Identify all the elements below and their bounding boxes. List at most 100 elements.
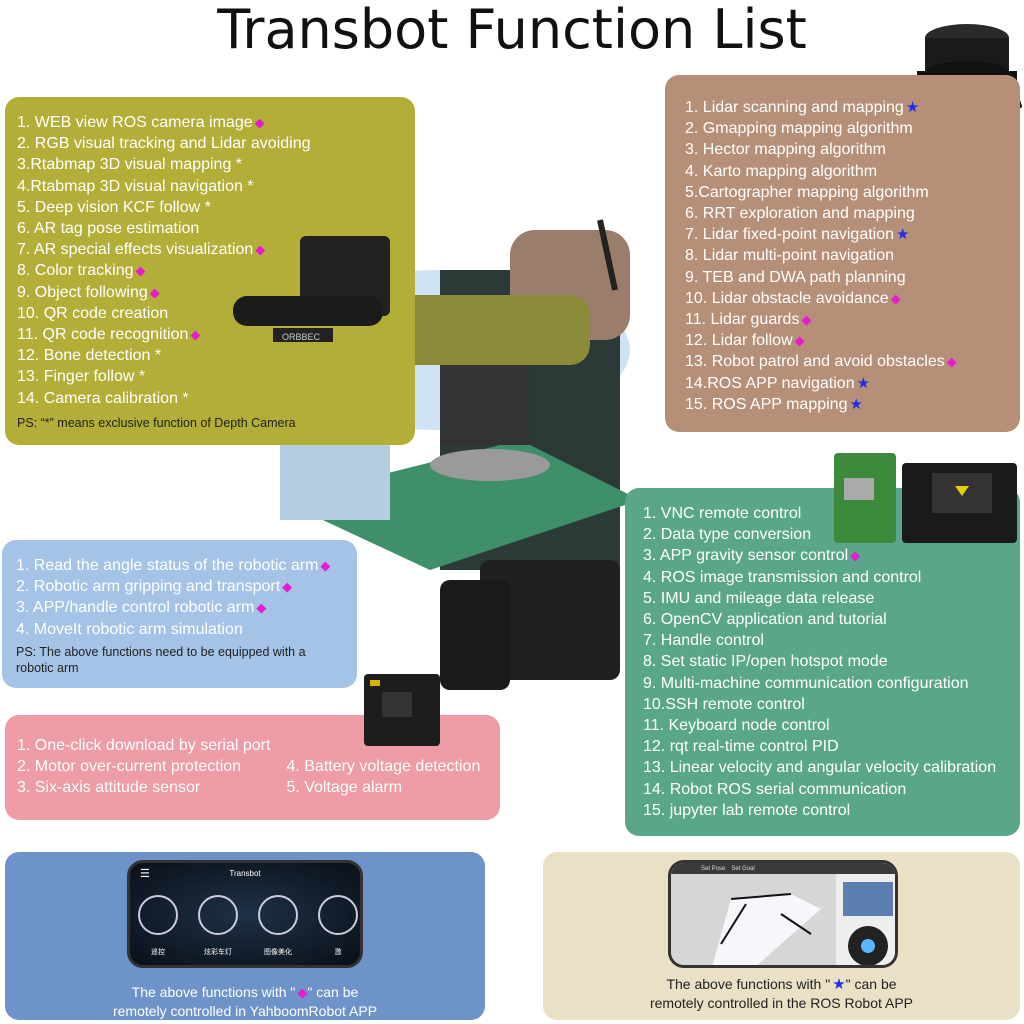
list-item: 6. RRT exploration and mapping xyxy=(685,203,1020,224)
list-item: 3. APP/handle control robotic arm◆ xyxy=(16,597,357,618)
app-function-button[interactable]: 炫彩车灯 xyxy=(198,895,238,957)
button-label: 遥控 xyxy=(151,949,165,956)
item-label: 10. Lidar obstacle avoidance xyxy=(685,289,889,307)
list-item: 6. OpenCV application and tutorial xyxy=(643,609,1020,630)
caption-text: The above functions with " xyxy=(131,984,296,1000)
star-icon: ★ xyxy=(896,226,910,244)
list-item: 12. rqt real-time control PID xyxy=(643,736,1020,757)
app-function-button[interactable]: 图像美化 xyxy=(258,895,298,957)
list-item: 2. Data type conversion xyxy=(643,524,1020,545)
item-label: 4. Battery voltage detection xyxy=(286,758,481,775)
arm-function-list: 1. Read the angle status of the robotic … xyxy=(16,555,357,640)
list-item: 14.ROS APP navigation★ xyxy=(685,373,1020,394)
yahboom-app-panel: ☰ Transbot 遥控 炫彩车灯图像美化 激 The above functio… xyxy=(5,852,485,1020)
list-item: 9. Multi-machine communication configura… xyxy=(643,673,1020,694)
item-label: 6. RRT exploration and mapping xyxy=(685,205,915,223)
caption-text: remotely controlled in YahboomRobot APP xyxy=(112,1003,378,1019)
item-label: 13. Finger follow * xyxy=(17,368,146,386)
star-icon: ★ xyxy=(832,976,846,993)
map-view xyxy=(671,874,895,965)
item-label: 13. Robot patrol and avoid obstacles xyxy=(685,353,945,371)
list-item: 1. Read the angle status of the robotic … xyxy=(16,555,357,576)
joystick-icon[interactable] xyxy=(861,939,875,953)
item-label: 11. QR code recognition xyxy=(17,326,189,344)
list-item: 1. WEB view ROS camera image◆ xyxy=(17,112,415,133)
list-item: 13. Linear velocity and angular velocity… xyxy=(643,757,1020,778)
diamond-icon: ◆ xyxy=(890,290,901,306)
item-label: 14.ROS APP navigation xyxy=(685,374,855,392)
item-label: 4. ROS image transmission and control xyxy=(643,568,922,586)
item-label: 5. IMU and mileage data release xyxy=(643,589,875,607)
star-icon: ★ xyxy=(856,374,871,392)
arm-functions-panel: 1. Read the angle status of the robotic … xyxy=(2,540,357,688)
star-icon: ★ xyxy=(849,395,863,413)
app-function-button[interactable]: 遥控 xyxy=(138,895,178,957)
item-label: 1. WEB view ROS camera image xyxy=(17,114,253,131)
item-label: 3. Six-axis attitude sensor xyxy=(17,779,201,797)
depth-camera-image xyxy=(233,236,390,342)
diamond-icon: ◆ xyxy=(149,284,160,300)
item-label: 14. Robot ROS serial communication xyxy=(643,780,907,798)
yahboom-phone-screen: ☰ Transbot 遥控 炫彩车灯图像美化 激 xyxy=(127,860,363,968)
list-item: 3. Six-axis attitude sensor xyxy=(17,777,270,798)
item-label: 2. RGB visual tracking and Lidar avoidin… xyxy=(17,135,311,153)
list-item: 3.Rtabmap 3D visual mapping * xyxy=(17,154,415,175)
item-label: 2. Robotic arm gripping and transport xyxy=(16,578,281,596)
item-label: 6. OpenCV application and tutorial xyxy=(643,611,887,629)
lidar-function-list: 1. Lidar scanning and mapping★ 2. Gmappin… xyxy=(685,97,1020,415)
item-label: 5. Voltage alarm xyxy=(286,779,403,797)
item-label: 3.Rtabmap 3D visual mapping * xyxy=(17,156,243,174)
item-label: 3. APP gravity sensor control xyxy=(643,547,849,565)
ros-phone-screen: Set Pose Set Goal xyxy=(668,860,898,968)
item-label: 9. Object following xyxy=(17,283,148,301)
item-label: 9. Multi-machine communication configura… xyxy=(643,674,969,692)
camera-function-list: 1. WEB view ROS camera image◆2. RGB visu… xyxy=(17,112,415,409)
arm-ps-note: PS: The above functions need to be equip… xyxy=(16,644,306,675)
list-item: 2. Robotic arm gripping and transport◆ xyxy=(16,576,357,597)
list-item: 4. ROS image transmission and control xyxy=(643,567,1020,588)
list-item: 15. ROS APP mapping★ xyxy=(685,394,1020,415)
button-label: 激 xyxy=(334,949,342,956)
list-item: 3. Hector mapping algorithm xyxy=(685,139,1020,160)
item-label: 4. Karto mapping algorithm xyxy=(685,162,878,180)
item-label: 4. MoveIt robotic arm simulation xyxy=(16,620,243,638)
item-label: 12. rqt real-time control PID xyxy=(643,738,839,756)
set-pose-button[interactable]: Set Pose xyxy=(701,865,726,872)
list-item: 2. RGB visual tracking and Lidar avoidin… xyxy=(17,133,415,154)
item-label: 13. Linear velocity and angular velocity… xyxy=(643,759,997,777)
diamond-icon: ◆ xyxy=(794,333,805,349)
button-label: 图像美化 xyxy=(264,949,292,956)
caption-text: " can be xyxy=(845,976,897,992)
item-label: 7. AR special effects visualization xyxy=(17,241,254,259)
menu-icon[interactable]: ☰ xyxy=(140,868,150,880)
item-label: 3. APP/handle control robotic arm xyxy=(16,599,255,617)
list-item: 6. AR tag pose estimation xyxy=(17,218,415,239)
item-label: 2. Gmapping mapping algorithm xyxy=(685,120,913,138)
item-label: 4.Rtabmap 3D visual navigation * xyxy=(17,177,254,195)
caption-text: The above functions with " xyxy=(666,976,831,992)
diamond-icon: ◆ xyxy=(256,600,267,616)
list-item: 2. Motor over-current protection xyxy=(17,756,270,777)
list-item: 10. QR code creation xyxy=(17,303,415,324)
item-label: 1. Read the angle status of the robotic … xyxy=(16,557,319,574)
list-item: 3. APP gravity sensor control◆ xyxy=(643,545,1020,566)
diamond-icon: ◆ xyxy=(254,115,265,130)
item-label: 7. Lidar fixed-point navigation xyxy=(685,226,895,244)
app-function-button[interactable]: 激 xyxy=(318,895,358,957)
ros-app-panel: Set Pose Set Goal The above functions wi… xyxy=(543,852,1020,1020)
diamond-icon: ◆ xyxy=(190,327,201,343)
item-label: 9. TEB and DWA path planning xyxy=(685,268,906,286)
star-icon: ★ xyxy=(905,99,920,116)
camera-ps-note: PS: “*” means exclusive function of Dept… xyxy=(17,415,296,430)
diamond-icon: ◆ xyxy=(282,579,293,595)
list-item: 11. Keyboard node control xyxy=(643,715,1020,736)
camera-brand-label: ORBBEC xyxy=(282,332,321,342)
list-item: 7. Lidar fixed-point navigation★ xyxy=(685,224,1020,245)
list-item: 2. Gmapping mapping algorithm xyxy=(685,118,1020,139)
item-label: 3. Hector mapping algorithm xyxy=(685,141,886,159)
set-goal-button[interactable]: Set Goal xyxy=(731,865,755,872)
list-item: 1. Lidar scanning and mapping★ xyxy=(685,97,1020,118)
lidar-functions-panel: 1. Lidar scanning and mapping★ 2. Gmappin… xyxy=(665,75,1020,432)
phone-title: Transbot xyxy=(229,869,261,878)
